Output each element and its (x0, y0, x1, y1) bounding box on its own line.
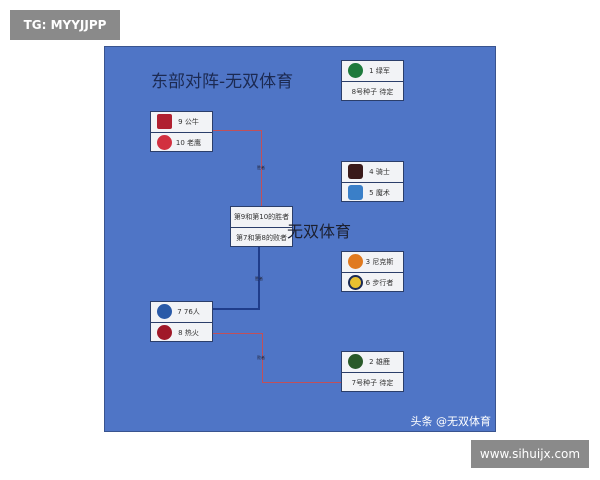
watermark: 无双体育 (287, 222, 352, 241)
team-label: 7号种子 待定 (351, 379, 394, 387)
tg-tag: TG: MYYJJPP (10, 10, 120, 40)
celtics-logo-icon (348, 63, 363, 78)
pacers-logo-icon (348, 275, 363, 290)
matchup-sixers-heat[interactable]: 7 76人 8 热火 (150, 301, 213, 342)
matchup-bulls-hawks[interactable]: 9 公牛 10 老鹰 (150, 111, 213, 152)
team-label: 2 雄鹿 (369, 358, 390, 366)
bracket-line (258, 247, 260, 310)
team-label: 8号种子 待定 (351, 88, 394, 96)
site-tag: www.sihuijx.com (471, 440, 589, 468)
matchup-cavs-magic[interactable]: 4 骑士 5 魔术 (341, 161, 404, 202)
bracket-line (262, 333, 263, 382)
team-label: 7 76人 (177, 308, 200, 316)
team-label: 6 步行者 (365, 279, 394, 287)
bracket-line (262, 382, 341, 383)
team-label: 1 绿军 (369, 67, 390, 75)
matchup-knicks-pacers[interactable]: 3 尼克斯 6 步行者 (341, 251, 404, 292)
magic-logo-icon (348, 185, 363, 200)
cavaliers-logo-icon (348, 164, 363, 179)
knicks-logo-icon (348, 254, 363, 269)
line-label: 胜者 (255, 276, 263, 281)
team-label: 3 尼克斯 (365, 258, 394, 266)
bracket-panel: 东部对阵-无双体育 胜者 胜者 败者 1 绿军 8号种子 待定 9 公牛 10 … (104, 46, 496, 432)
matchup-celtics[interactable]: 1 绿军 8号种子 待定 (341, 60, 404, 101)
team-label: 第9和第10的胜者 (233, 213, 290, 221)
bracket-line (213, 130, 261, 131)
team-label: 第7和第8的败者 (236, 234, 287, 242)
line-label: 败者 (257, 355, 265, 360)
bucks-logo-icon (348, 354, 363, 369)
team-label: 5 魔术 (369, 189, 390, 197)
team-label: 4 骑士 (369, 168, 390, 176)
line-label: 胜者 (257, 165, 265, 170)
bracket-line (213, 308, 259, 310)
hawks-logo-icon (157, 135, 172, 150)
matchup-bucks[interactable]: 2 雄鹿 7号种子 待定 (341, 351, 404, 392)
bracket-line (261, 130, 262, 206)
bracket-title: 东部对阵-无双体育 (151, 72, 294, 92)
bracket-line (213, 333, 263, 334)
team-label: 9 公牛 (178, 118, 199, 126)
matchup-playin[interactable]: 第9和第10的胜者 第7和第8的败者 (230, 206, 293, 247)
team-label: 8 热火 (178, 329, 199, 337)
credit-text: 头条 @无双体育 (410, 415, 492, 428)
bulls-logo-icon (157, 114, 172, 129)
sixers-logo-icon (157, 304, 172, 319)
team-label: 10 老鹰 (175, 139, 202, 147)
heat-logo-icon (157, 325, 172, 340)
